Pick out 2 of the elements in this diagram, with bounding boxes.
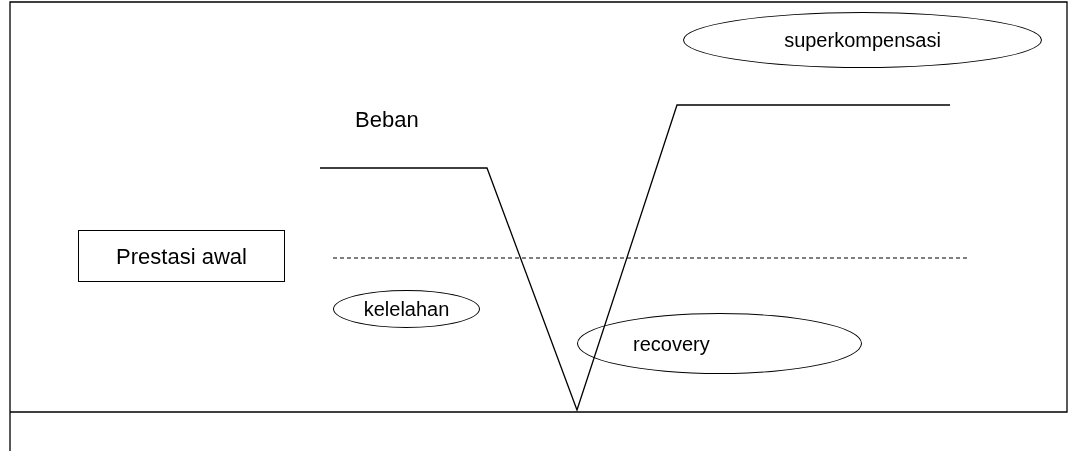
curve-label: Beban	[355, 106, 419, 134]
process-box: Prestasi awal	[78, 230, 285, 282]
